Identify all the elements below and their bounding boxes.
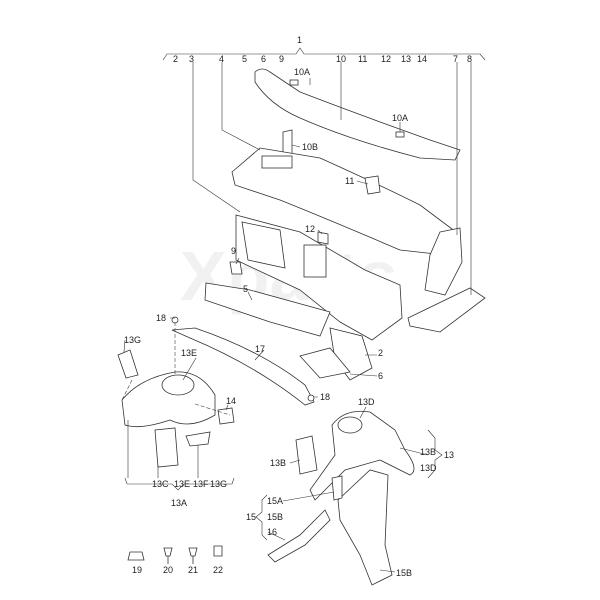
callout-15a: 15A xyxy=(267,496,283,506)
part-12-bracket[interactable] xyxy=(317,231,329,245)
group-bracket-13 xyxy=(427,429,443,479)
callout-13: 13 xyxy=(444,450,454,460)
label-10: 10 xyxy=(336,54,346,64)
part-3-panel xyxy=(241,221,286,269)
part-22-plug[interactable] xyxy=(213,545,223,557)
callout-9: 9 xyxy=(231,246,236,256)
part-20-rivet[interactable] xyxy=(163,547,173,564)
part-17-strut-brace[interactable] xyxy=(171,327,315,406)
callout-18: 18 xyxy=(320,392,330,402)
part-13e-strut-mount[interactable] xyxy=(161,374,195,396)
callout-13d: 13D xyxy=(358,397,375,407)
group-bracket-1 xyxy=(162,47,486,61)
part-15a-bracket[interactable] xyxy=(331,475,343,501)
label-1: 1 xyxy=(297,35,302,45)
part-8-side-member[interactable] xyxy=(407,287,486,333)
callout-13e: 13E xyxy=(174,479,190,489)
callout-13b: 13B xyxy=(270,458,286,468)
group-bracket-13a xyxy=(124,477,235,491)
callout-14: 14 xyxy=(226,396,236,406)
label-5: 5 xyxy=(242,54,247,64)
callout-10b: 10B xyxy=(302,142,318,152)
callout-13g: 13G xyxy=(210,479,227,489)
part-14-bracket[interactable] xyxy=(217,407,235,425)
callout-13g: 13G xyxy=(124,335,141,345)
label-3: 3 xyxy=(189,54,194,64)
label-6: 6 xyxy=(261,54,266,64)
part-3-opening xyxy=(303,244,327,278)
part-13d-mount xyxy=(337,416,363,434)
part-6-bracket[interactable] xyxy=(299,347,351,379)
callout-12: 12 xyxy=(305,224,315,234)
callout-13d: 13D xyxy=(420,463,437,473)
part-10a-clip[interactable] xyxy=(395,131,405,138)
part-15b-wheel-housing[interactable] xyxy=(337,469,393,586)
callout-13b: 13B xyxy=(420,447,436,457)
callout-5: 5 xyxy=(243,284,248,294)
callout-2: 2 xyxy=(378,348,383,358)
part-21-rivet[interactable] xyxy=(188,547,198,564)
part-10a-clip[interactable] xyxy=(289,79,299,86)
callout-16: 16 xyxy=(267,527,277,537)
part-4-opening xyxy=(261,155,293,169)
part-10b-bracket[interactable] xyxy=(282,129,293,156)
part-13c-reinforcement[interactable] xyxy=(154,427,179,468)
callout-13e: 13E xyxy=(181,348,197,358)
callout-6: 6 xyxy=(378,371,383,381)
callout-17: 17 xyxy=(255,344,265,354)
label-2: 2 xyxy=(173,54,178,64)
callout-13f: 13F xyxy=(193,479,209,489)
callout-22: 22 xyxy=(213,565,223,575)
callout-10a: 10A xyxy=(392,113,408,123)
part-19-clip[interactable] xyxy=(127,551,145,561)
callout-15b: 15B xyxy=(267,512,283,522)
callout-11: 11 xyxy=(345,176,354,186)
callout-18: 18 xyxy=(156,313,166,323)
callout-20: 20 xyxy=(163,565,173,575)
label-14: 14 xyxy=(417,54,427,64)
label-4: 4 xyxy=(219,54,224,64)
callout-19: 19 xyxy=(132,565,142,575)
label-8: 8 xyxy=(467,54,472,64)
part-11-bracket[interactable] xyxy=(364,175,381,195)
callout-15: 15 xyxy=(246,512,256,522)
callout-15b: 15B xyxy=(396,568,412,578)
part-5-crossmember[interactable] xyxy=(204,282,331,337)
callout-13a: 13A xyxy=(171,498,187,508)
label-11: 11 xyxy=(358,54,367,64)
label-13: 13 xyxy=(401,54,411,64)
label-12: 12 xyxy=(381,54,391,64)
part-16-side-member[interactable] xyxy=(267,509,331,563)
part-18-nut[interactable] xyxy=(307,394,315,402)
label-7: 7 xyxy=(453,54,458,64)
part-7-side-panel[interactable] xyxy=(424,227,463,296)
part-13f-bracket[interactable] xyxy=(185,431,211,447)
part-10-upper-cowl[interactable] xyxy=(254,68,461,161)
callout-13c: 13C xyxy=(152,479,169,489)
part-13g-bracket[interactable] xyxy=(117,349,139,379)
callout-10a: 10A xyxy=(294,67,310,77)
group-bracket-15 xyxy=(255,494,268,541)
part-13b-reinforcement[interactable] xyxy=(295,435,318,475)
callout-21: 21 xyxy=(188,565,198,575)
label-9: 9 xyxy=(279,54,284,64)
